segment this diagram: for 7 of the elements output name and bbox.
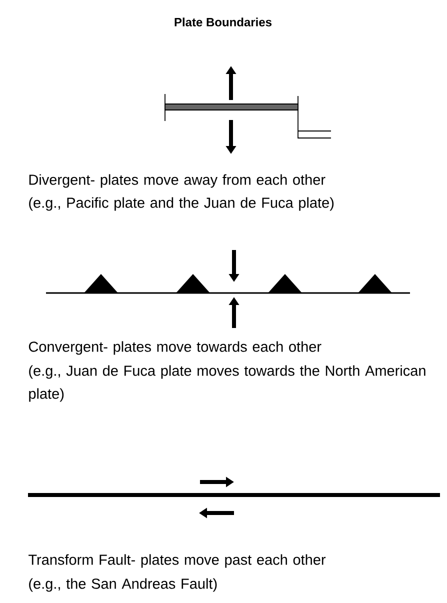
title: Plate Boundaries <box>174 18 272 26</box>
caption: Convergent- plates move towards each other <box>28 341 322 355</box>
caption: Transform Fault- plates move past each other <box>28 554 326 568</box>
example-note: (e.g., the San Andreas Fault) <box>29 578 217 592</box>
example-note: (e.g., Juan de Fuca plate moves towards the North American plate) <box>29 365 426 402</box>
example-note: (e.g., Pacific plate and the Juan de Fuca plate) <box>29 197 334 211</box>
caption: Divergent- plates move away from each other <box>29 174 326 188</box>
